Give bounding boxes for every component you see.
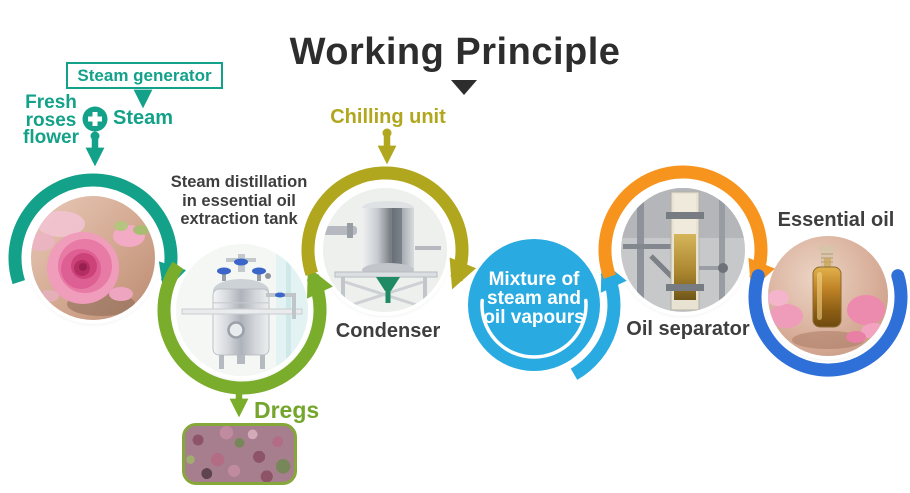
extraction-tank-label: Steam distillation in essential oil extr… <box>170 173 308 228</box>
essential-oil-photo-art <box>768 236 888 356</box>
fresh-roses-photo-art <box>31 196 155 320</box>
chilling-unit-label: Chilling unit <box>330 106 446 128</box>
oil-separator-photo <box>621 188 745 312</box>
condenser-photo-art <box>323 188 447 312</box>
steam-generator-label: Steam generator <box>66 62 223 89</box>
chilling-down-arrow-icon <box>377 128 397 165</box>
oil-separator-label: Oil separator <box>626 318 750 340</box>
mixture-label: Mixture of steam and oil vapours <box>483 269 585 328</box>
roses-down-arrow-icon <box>85 131 105 167</box>
title-caret-icon <box>451 80 477 95</box>
dregs-down-arrow-icon <box>229 383 249 418</box>
roses-line: roses <box>25 109 77 131</box>
condenser-photo <box>323 188 447 312</box>
page-title: Working Principle <box>289 31 621 73</box>
dregs-photo <box>182 423 297 485</box>
essential-oil-photo <box>768 236 888 356</box>
essential-oil-label: Essential oil <box>777 209 895 231</box>
steam-label: Steam <box>113 107 174 129</box>
extraction-tank-photo-art <box>176 244 308 376</box>
fresh-line: Fresh <box>25 92 77 113</box>
fresh-roses-photo <box>31 196 155 320</box>
oil-separator-photo-art <box>621 188 745 312</box>
flower-line: flower <box>23 127 79 148</box>
extraction-tank-photo <box>176 244 308 376</box>
dregs-label: Dregs <box>254 397 320 423</box>
condenser-label: Condenser <box>335 320 441 342</box>
plus-icon <box>82 106 108 132</box>
fresh-roses-flower-label: Fresh roses flower <box>19 92 83 148</box>
